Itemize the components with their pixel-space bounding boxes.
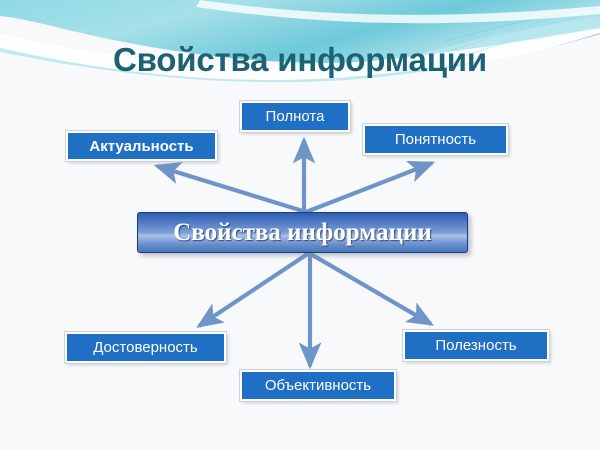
arrow-to-dostovernost: [196, 251, 311, 328]
node-dostovernost-label: Достоверность: [93, 339, 198, 356]
arrow-to-ponyatnost: [305, 160, 436, 214]
arrow-to-poleznost: [307, 251, 434, 326]
node-poleznost[interactable]: Полезность: [402, 329, 550, 362]
node-dostovernost[interactable]: Достоверность: [64, 331, 227, 364]
node-obektivnost-label: Объективность: [264, 377, 372, 394]
node-ponyatnost[interactable]: Понятность: [362, 123, 509, 156]
node-aktualnost[interactable]: Актуальность: [65, 130, 218, 162]
node-poleznost-label: Полезность: [435, 337, 517, 354]
page-title: Свойства информации: [113, 41, 487, 78]
center-node-label: Свойства информации: [173, 218, 432, 246]
node-ponyatnost-label: Понятность: [394, 131, 477, 148]
arrow-to-aktualnost: [153, 162, 307, 215]
node-obektivnost[interactable]: Объективность: [239, 369, 397, 402]
node-polnota[interactable]: Полнота: [239, 100, 351, 133]
node-aktualnost-label: Актуальность: [89, 137, 194, 155]
center-node-svoystva-informatsii[interactable]: Свойства информации: [137, 212, 468, 253]
node-polnota-label: Полнота: [265, 108, 325, 125]
